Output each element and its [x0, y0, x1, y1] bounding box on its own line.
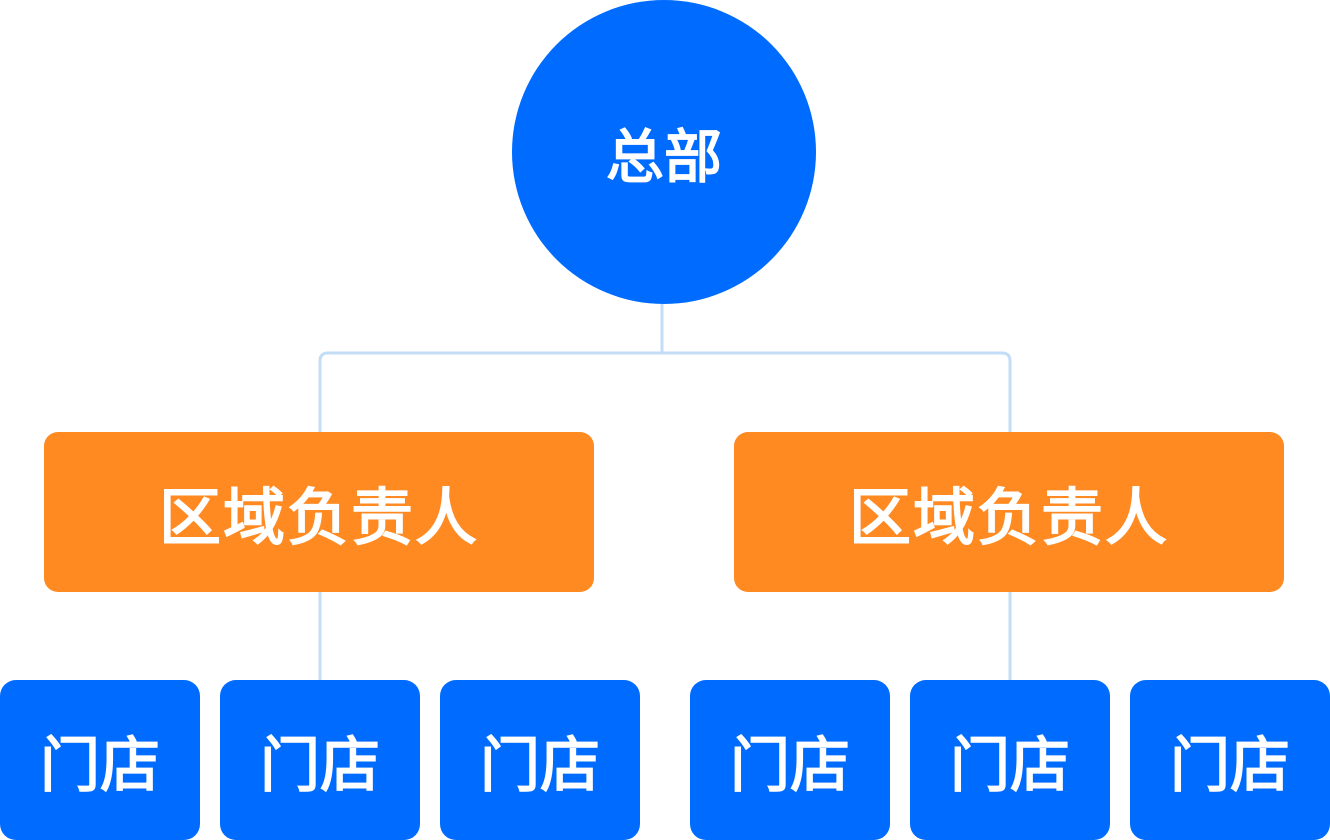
store-label: 门店 — [40, 730, 160, 801]
region-manager-node-2: 区域负责人 — [734, 432, 1284, 592]
store-label: 门店 — [480, 730, 600, 801]
connector-root-to-regions — [318, 304, 1012, 432]
headquarters-label: 总部 — [605, 123, 722, 191]
store-node: 门店 — [690, 680, 890, 840]
headquarters-node: 总部 — [512, 0, 816, 304]
store-node: 门店 — [1130, 680, 1330, 840]
store-node: 门店 — [220, 680, 420, 840]
store-label: 门店 — [1170, 730, 1290, 801]
region-manager-label: 区域负责人 — [158, 481, 479, 554]
store-label: 门店 — [950, 730, 1070, 801]
region-manager-label: 区域负责人 — [848, 481, 1169, 554]
store-label: 门店 — [730, 730, 850, 801]
region-manager-node-1: 区域负责人 — [44, 432, 594, 592]
store-node: 门店 — [440, 680, 640, 840]
store-node: 门店 — [910, 680, 1110, 840]
store-label: 门店 — [260, 730, 380, 801]
store-node: 门店 — [0, 680, 200, 840]
